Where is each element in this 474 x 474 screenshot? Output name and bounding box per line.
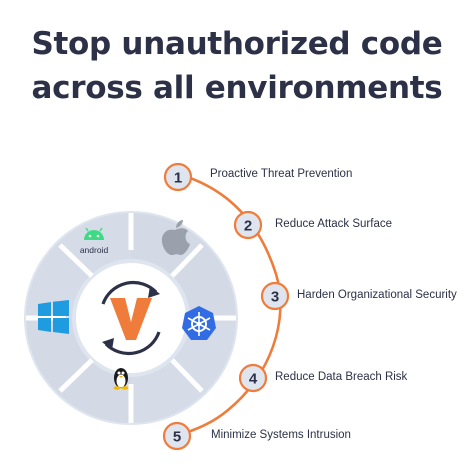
title-line-2: across all environments <box>31 70 443 106</box>
apple-icon <box>161 220 190 256</box>
center-disc <box>76 263 186 373</box>
steps-arc <box>177 172 282 437</box>
android-icon <box>84 227 104 240</box>
svg-text:4: 4 <box>249 371 258 388</box>
kubernetes-icon <box>182 306 216 340</box>
svg-text:1: 1 <box>174 170 182 187</box>
step-3-label: Harden Organizational Security <box>297 289 457 301</box>
svg-text:3: 3 <box>271 289 279 306</box>
step-2-label: Reduce Attack Surface <box>275 218 392 230</box>
svg-text:2: 2 <box>244 218 252 235</box>
refresh-cycle-v-logo <box>101 280 161 356</box>
step-3-badge: 3 <box>260 281 290 311</box>
step-5-label: Minimize Systems Intrusion <box>211 429 351 441</box>
step-4-label: Reduce Data Breach Risk <box>275 371 408 383</box>
title-line-1: Stop unauthorized code <box>31 26 443 62</box>
step-1-label: Proactive Threat Prevention <box>210 168 353 180</box>
step-1-badge: 1 <box>163 162 193 192</box>
step-4-badge: 4 <box>238 363 268 393</box>
linux-tux-icon <box>113 368 129 390</box>
android-label: android <box>80 245 109 255</box>
page-title: Stop unauthorized code across all enviro… <box>0 22 474 110</box>
svg-text:5: 5 <box>173 429 181 446</box>
step-5-badge: 5 <box>162 421 192 451</box>
step-2-badge: 2 <box>233 210 263 240</box>
windows-icon <box>38 300 69 334</box>
